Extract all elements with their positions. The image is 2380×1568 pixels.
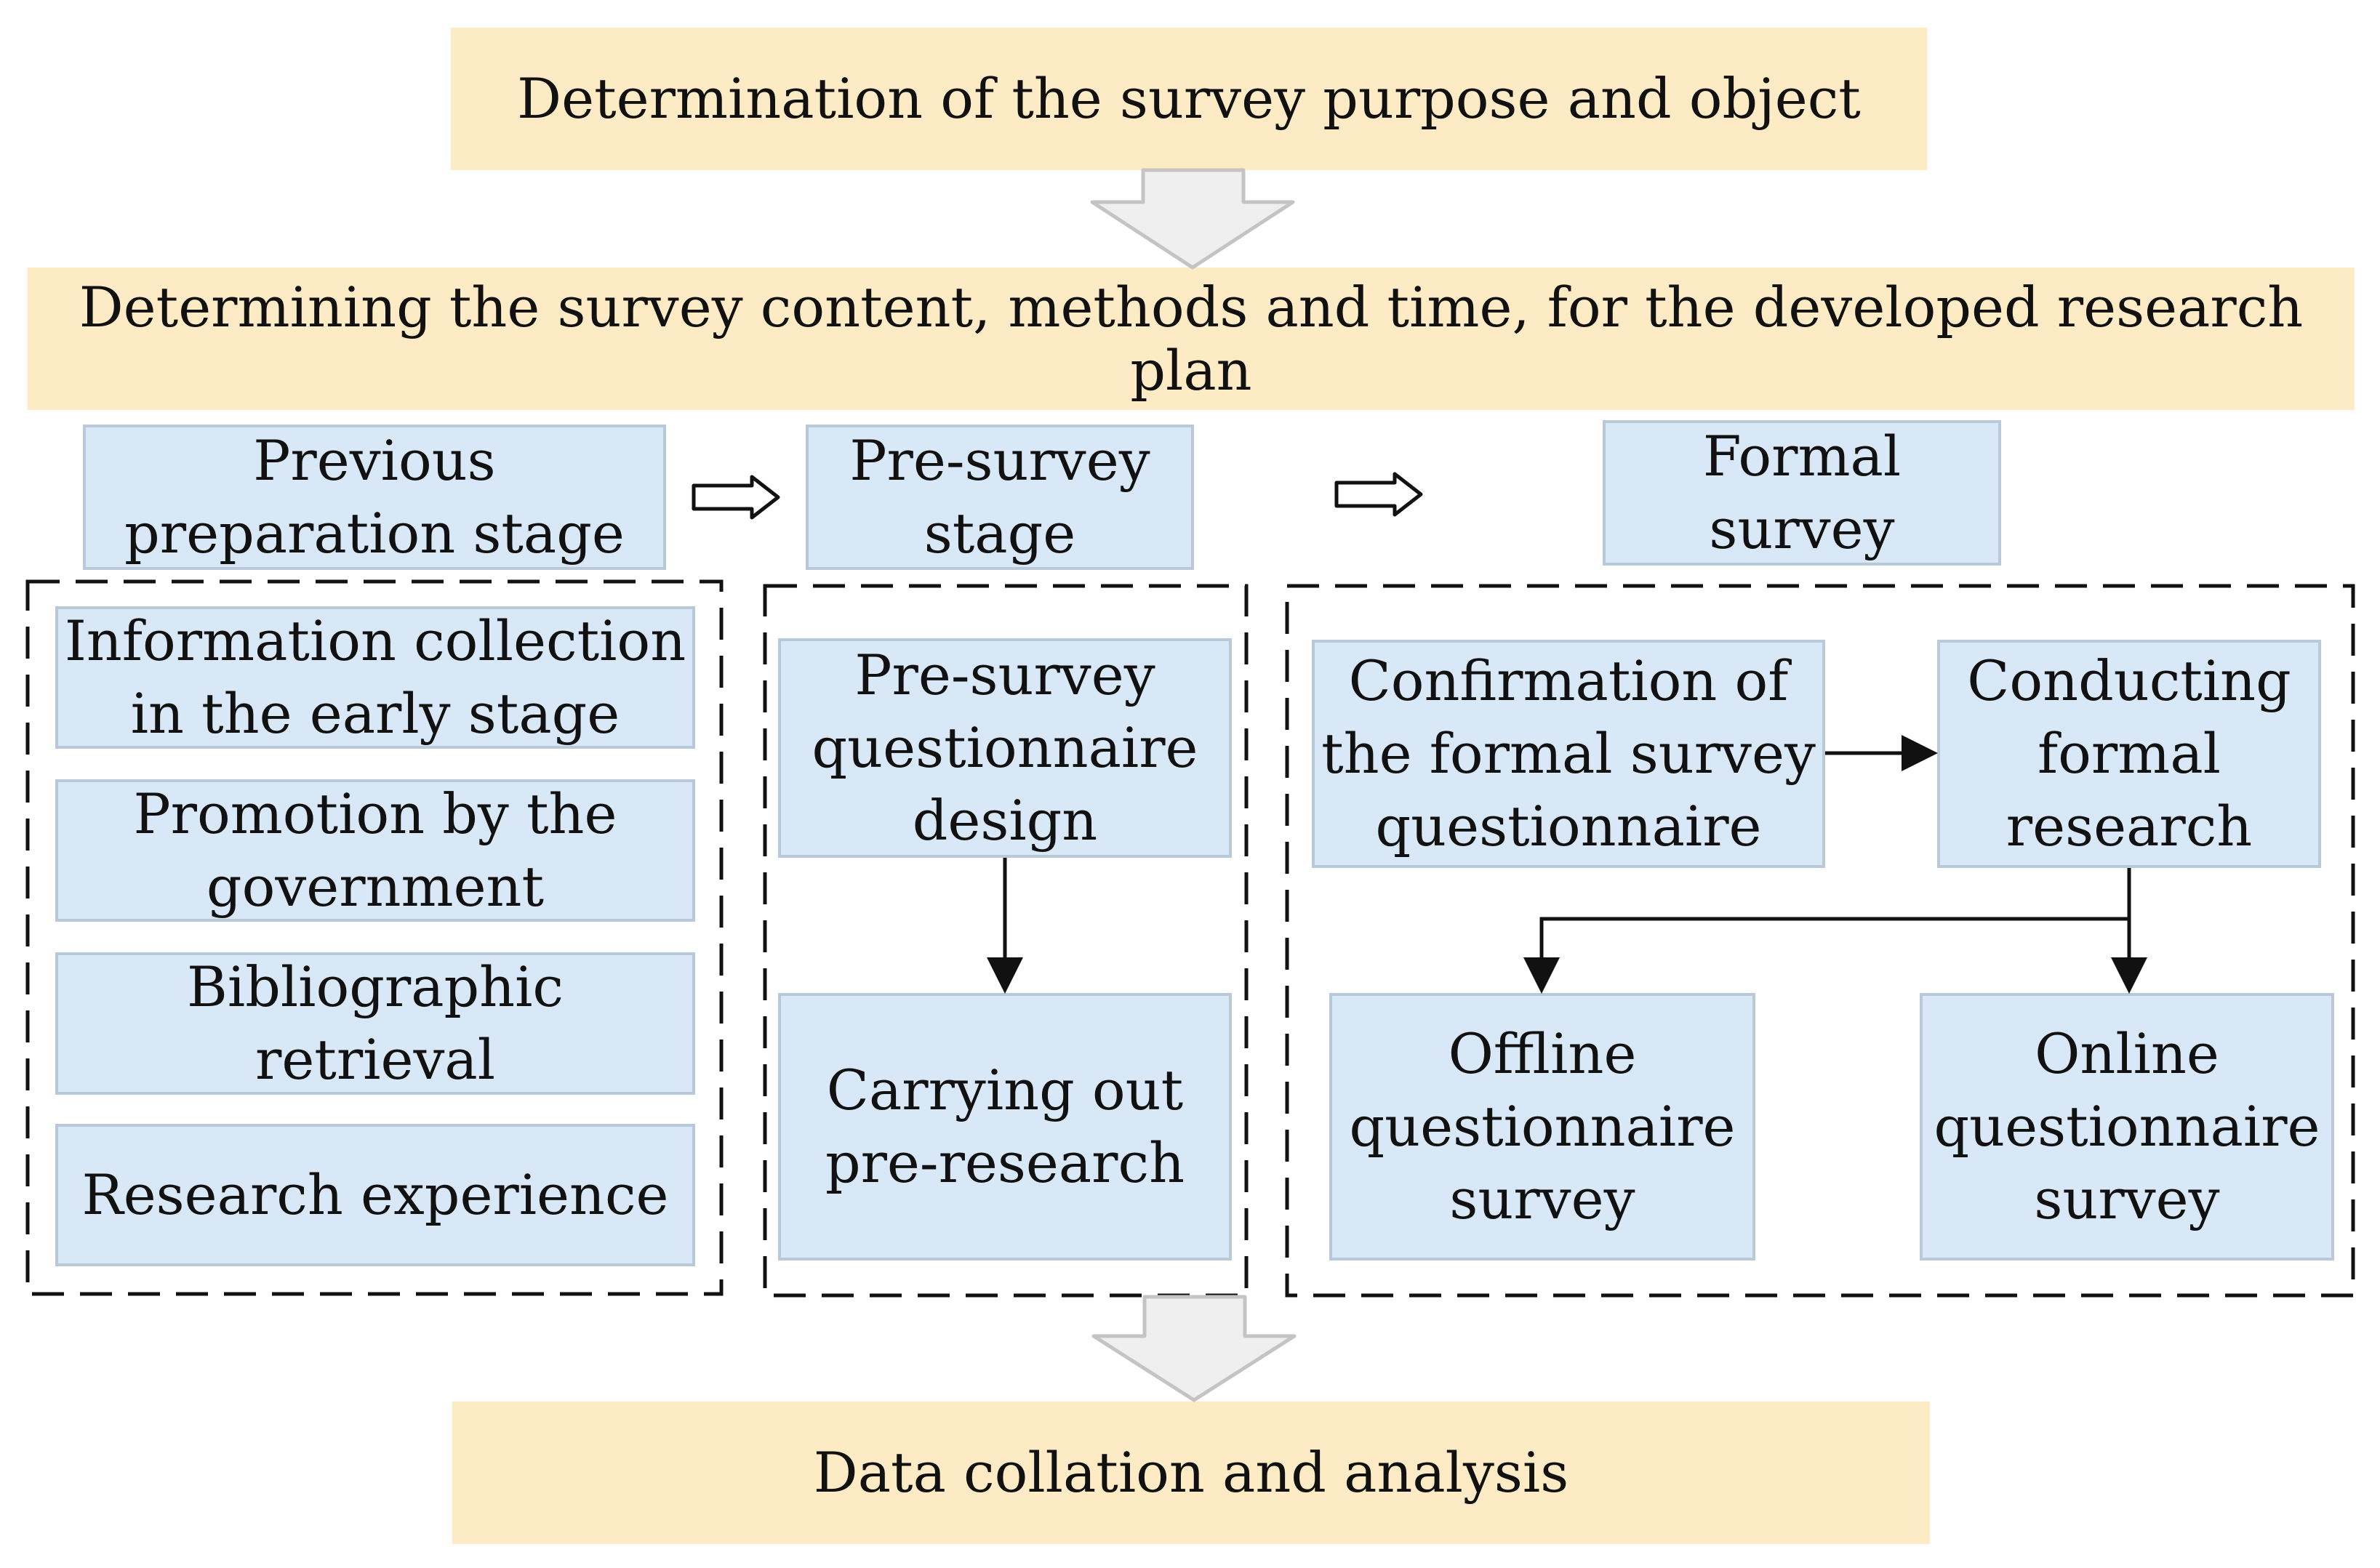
government-promotion-box: Promotion by the government xyxy=(55,779,695,922)
conduct-formal-research-box: Conducting formal research xyxy=(1937,640,2321,868)
preparation-stage-header: Previous preparation stage xyxy=(83,425,666,570)
preparation-stage-title: Previous preparation stage xyxy=(124,427,625,566)
offline-survey-label: Offline questionnaire survey xyxy=(1349,1021,1736,1232)
government-promotion-label: Promotion by the government xyxy=(133,781,617,919)
data-analysis-box: Data collation and analysis xyxy=(452,1402,1930,1544)
online-survey-label: Online questionnaire survey xyxy=(1934,1021,2320,1232)
research-experience-box: Research experience xyxy=(55,1124,695,1266)
presurvey-group-frame xyxy=(763,584,1249,1298)
down-arrow-top-icon xyxy=(1090,168,1295,270)
research-plan-box: Determining the survey content, methods … xyxy=(28,268,2355,410)
conduct-to-offline-arrow xyxy=(1523,917,2129,994)
down-arrow-bottom-icon xyxy=(1091,1295,1297,1402)
preparation-group-frame xyxy=(25,579,724,1296)
formal-survey-title: Formal survey xyxy=(1702,423,1902,561)
bibliographic-retrieval-box: Bibliographic retrieval xyxy=(55,952,695,1095)
data-analysis-label: Data collation and analysis xyxy=(813,1440,1569,1505)
survey-purpose-label: Determination of the survey purpose and … xyxy=(517,66,1861,132)
right-arrow-stage2-icon xyxy=(1334,472,1423,517)
bibliographic-retrieval-label: Bibliographic retrieval xyxy=(187,954,564,1092)
carry-out-preresearch-box: Carrying out pre-research xyxy=(778,993,1232,1261)
presurvey-design-label: Pre-survey questionnaire design xyxy=(812,642,1198,853)
carry-out-preresearch-label: Carrying out pre-research xyxy=(825,1057,1185,1195)
research-plan-label: Determining the survey content, methods … xyxy=(79,274,2304,403)
presurvey-design-box: Pre-survey questionnaire design xyxy=(778,638,1232,858)
formal-survey-header: Formal survey xyxy=(1603,420,2001,566)
research-experience-label: Research experience xyxy=(81,1162,669,1227)
right-arrow-stage1-icon xyxy=(692,475,780,520)
offline-survey-box: Offline questionnaire survey xyxy=(1329,993,1755,1261)
confirm-questionnaire-box: Confirmation of the formal survey questi… xyxy=(1312,640,1825,868)
formal-group-frame xyxy=(1285,584,2355,1298)
presurvey-stage-header: Pre-survey stage xyxy=(806,425,1194,570)
info-collection-box: Information collection in the early stag… xyxy=(55,606,695,749)
info-collection-label: Information collection in the early stag… xyxy=(64,608,686,746)
presurvey-stage-title: Pre-survey stage xyxy=(849,427,1150,566)
confirm-questionnaire-label: Confirmation of the formal survey questi… xyxy=(1321,648,1816,859)
survey-purpose-box: Determination of the survey purpose and … xyxy=(451,28,1927,170)
online-survey-box: Online questionnaire survey xyxy=(1920,993,2334,1261)
conduct-formal-research-label: Conducting formal research xyxy=(1967,648,2291,859)
